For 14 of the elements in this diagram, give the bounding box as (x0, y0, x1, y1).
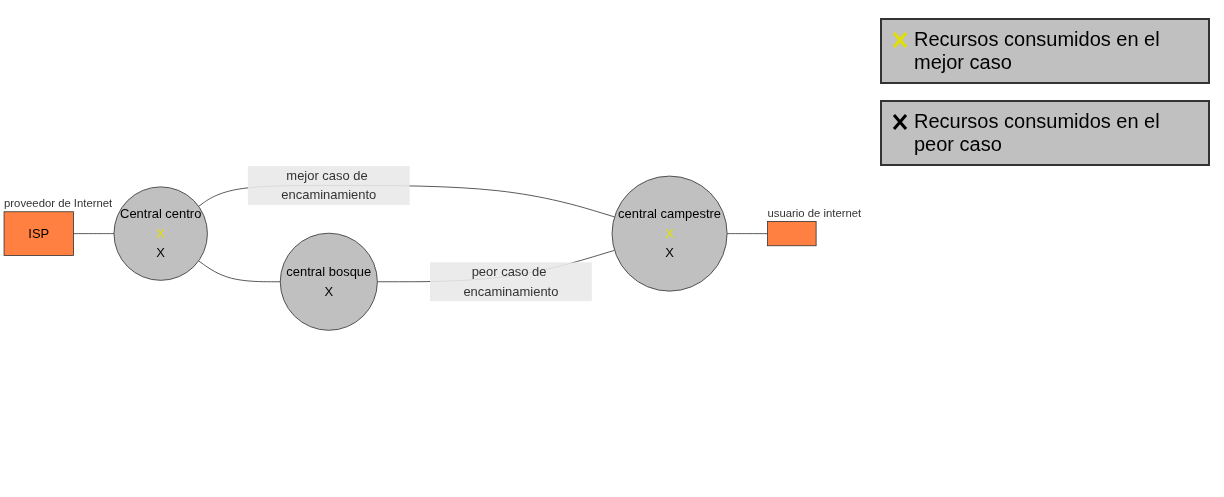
edge-label: mejor caso de encaminamiento (281, 168, 377, 202)
edge-label: peor caso de encaminamiento (463, 265, 559, 299)
node-circle: central bosque X (279, 233, 378, 332)
node-box: ISP (3, 211, 74, 257)
legend-text: Recursos consumidos en el mejor caso (914, 28, 1161, 74)
legend-text: Recursos consumidos en el peor caso (914, 110, 1161, 156)
connector (198, 260, 281, 283)
node-caption: usuario de internet (767, 206, 862, 219)
connector (726, 233, 768, 235)
node-circle: central campestre X X (611, 176, 728, 292)
node-circle: Central centro X X (113, 186, 208, 282)
node-caption: proveedor de Internet (4, 197, 113, 210)
node-box (767, 221, 817, 247)
connector (73, 233, 115, 235)
